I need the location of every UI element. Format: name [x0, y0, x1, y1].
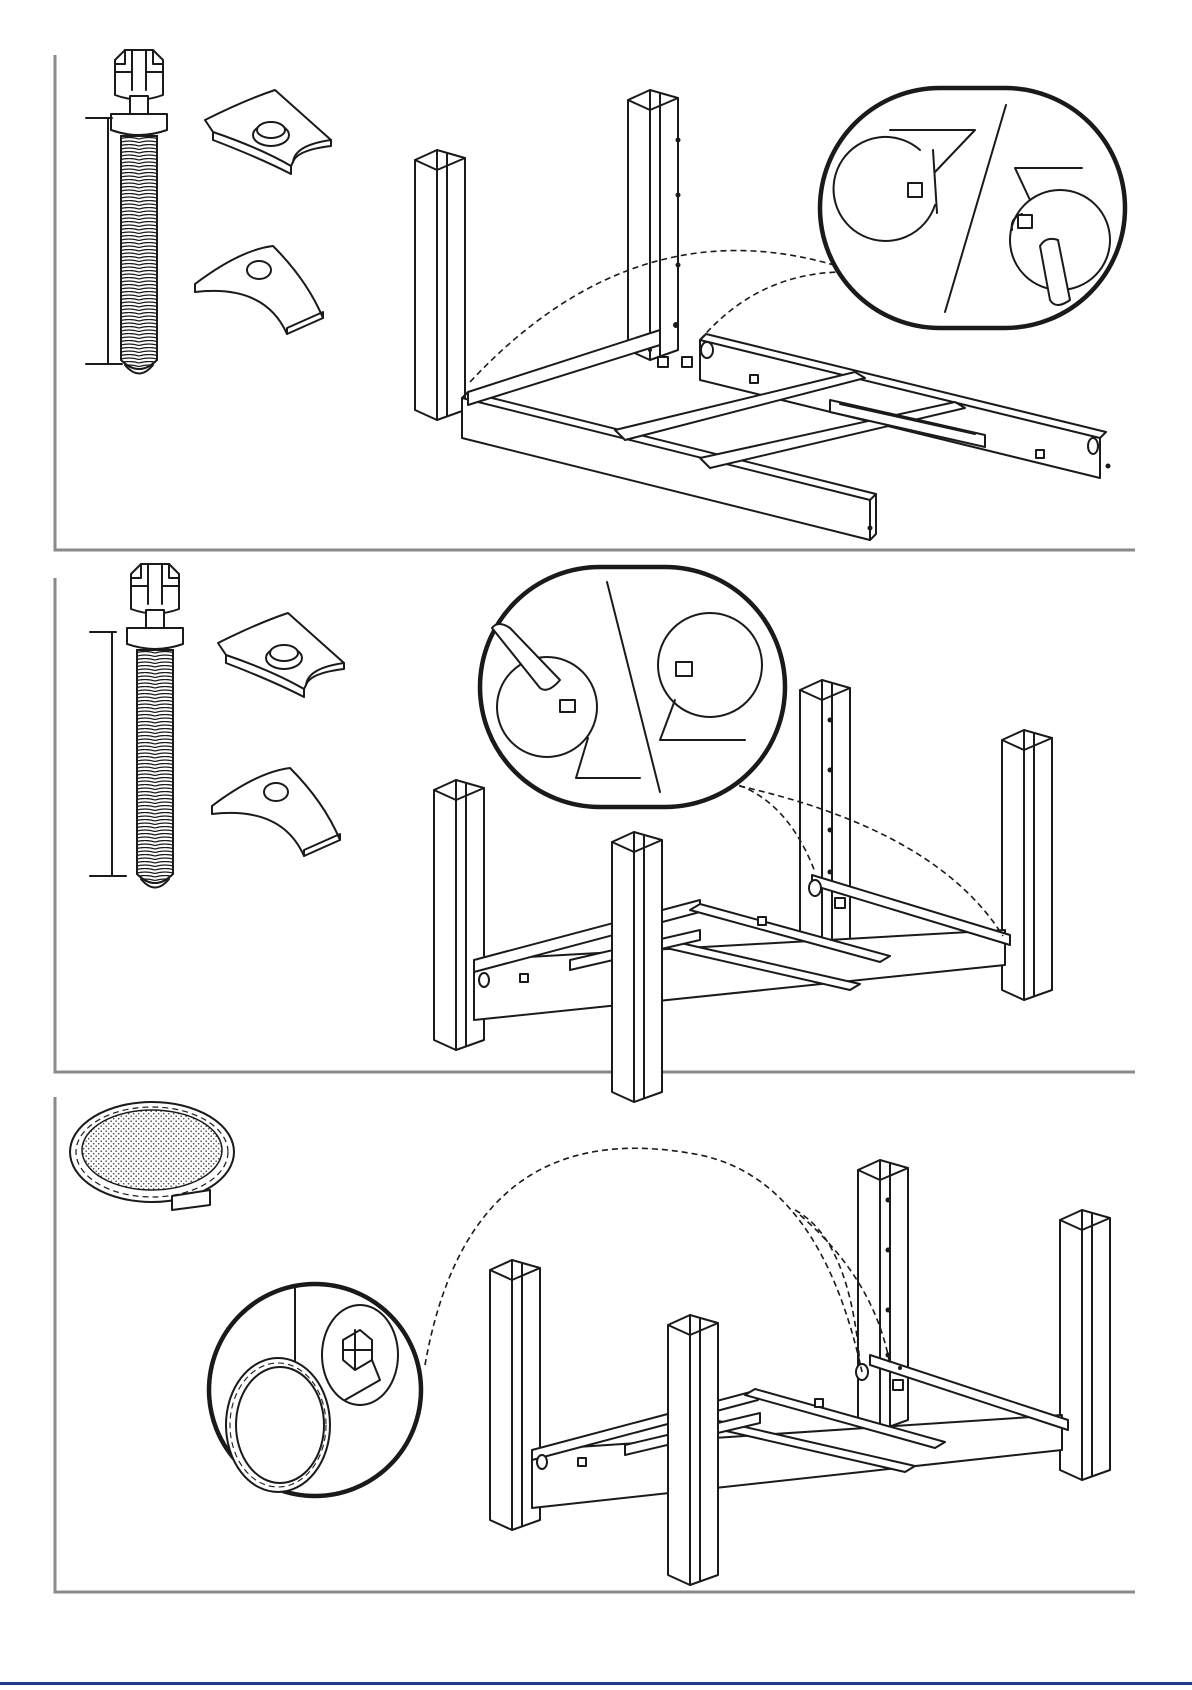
bolt-icon	[127, 564, 183, 888]
step-3	[70, 1102, 1110, 1585]
curved-bracket-with-hole-icon	[195, 246, 323, 334]
wrench-tightening-detail	[470, 88, 1125, 382]
table-leg	[628, 90, 678, 360]
wrench-tightening-detail	[480, 567, 1003, 936]
bolt-icon	[111, 50, 167, 374]
step-1	[86, 50, 1125, 540]
cover-cap-icon	[70, 1102, 234, 1210]
table-leg	[415, 150, 465, 420]
table-leg	[800, 680, 850, 950]
step-2	[90, 564, 1052, 1102]
table-leg	[1002, 730, 1052, 1000]
curved-bracket-with-boss-icon	[218, 613, 344, 697]
curved-bracket-with-hole-icon	[212, 768, 340, 856]
table-leg	[668, 1315, 718, 1585]
bolt-length-dimension	[90, 632, 126, 876]
curved-bracket-with-boss-icon	[205, 90, 331, 174]
table-leg	[1060, 1210, 1110, 1480]
bolt-length-dimension	[86, 118, 122, 364]
table-leg	[612, 832, 662, 1102]
